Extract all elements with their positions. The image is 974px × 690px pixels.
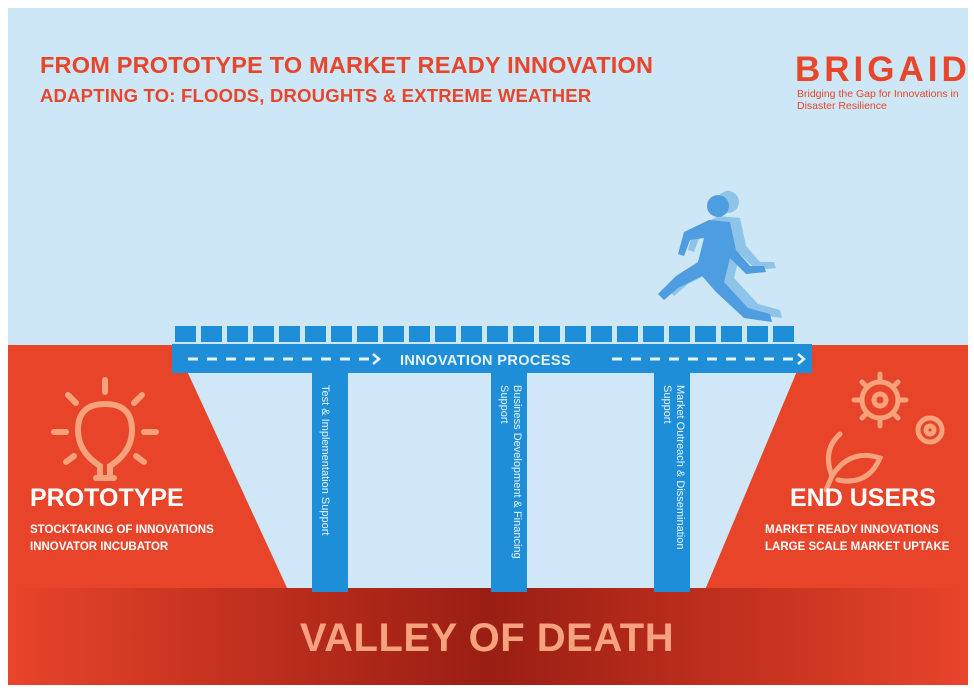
pillar-test [312,372,348,592]
prototype-line: INNOVATOR INCUBATOR [30,541,169,553]
brand-name: BRIGAID [795,50,971,89]
pillar-label-test: Test & Implementation Support [319,385,331,536]
bridge-plank [669,326,690,342]
prototype-heading: PROTOTYPE [30,484,184,512]
bridge-plank [487,326,508,342]
pillar-label-business: Business Development & Financing Support [498,385,523,559]
end-users-details: MARKET READY INNOVATIONS LARGE SCALE MAR… [765,522,949,556]
bridge-plank [539,326,560,342]
pillar-business [491,372,527,592]
gears-leaf-icon [823,371,945,493]
bridge-plank [253,326,274,342]
prototype-line: STOCKTAKING OF INNOVATIONS [30,524,214,536]
innovation-process-label: INNOVATION PROCESS [400,353,572,369]
end-users-heading: END USERS [790,484,936,512]
valley-label: VALLEY OF DEATH [299,616,675,660]
lightbulb-icon [51,377,159,481]
left-cliff [8,345,288,590]
process-arrow-left [188,353,381,365]
bridge-plank [591,326,612,342]
bridge-plank [409,326,430,342]
bridge-plank [357,326,378,342]
bridge-plank [747,326,768,342]
bridge-plank [331,326,352,342]
diagram-subtitle: ADAPTING TO: FLOODS, DROUGHTS & EXTREME … [40,85,592,106]
bridge-plank [227,326,248,342]
bridge-plank [175,326,196,342]
bridge-plank [461,326,482,342]
bridge-plank [279,326,300,342]
bridge-plank [513,326,534,342]
bridge-plank [305,326,326,342]
bridge-deck [172,344,812,373]
sky-background [8,8,968,345]
bridge-plank [773,326,794,342]
end-users-line: LARGE SCALE MARKET UPTAKE [765,541,950,553]
bridge-plank [383,326,404,342]
pillar-market [654,372,690,592]
bridge-plank [617,326,638,342]
diagram-title: FROM PROTOTYPE TO MARKET READY INNOVATIO… [40,52,654,78]
bridge-plank [435,326,456,342]
pillar-label-market: Market Outreach & Dissemination Support [661,385,686,550]
bridge-plank [565,326,586,342]
prototype-details: STOCKTAKING OF INNOVATIONS INNOVATOR INC… [30,522,214,556]
bridge-plank [201,326,222,342]
process-arrow-right [612,353,806,365]
brand-tagline: Bridging the Gap for Innovations in Disa… [797,88,959,112]
valley-floor [8,588,968,685]
bridge-planks [175,326,794,342]
end-users-line: MARKET READY INNOVATIONS [765,524,939,536]
bridge-plank [643,326,664,342]
bridge-plank [721,326,742,342]
bridge-plank [695,326,716,342]
running-person-icon [658,191,782,322]
